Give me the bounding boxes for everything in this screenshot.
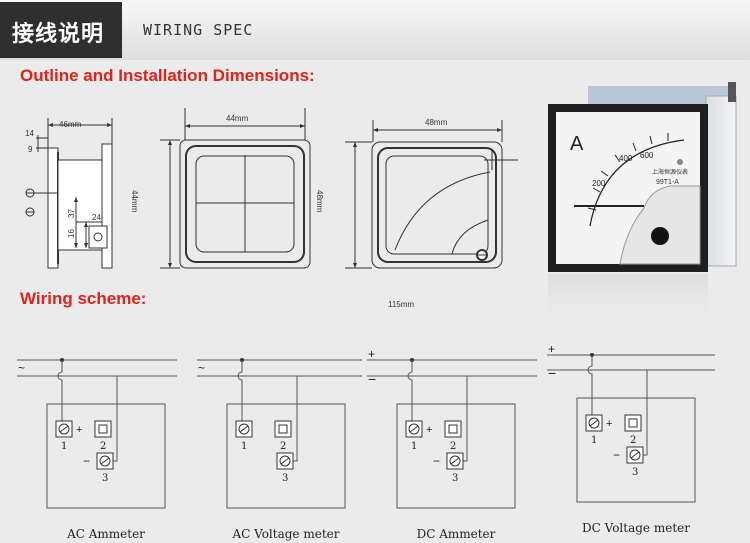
wiring-diagrams: ~1 2 3 + − AC Ammeter ~1 2 3 AC Voltage meter + − 1 2… xyxy=(17,342,715,541)
panel-cutout-drawing xyxy=(160,108,311,269)
front-view-drawing xyxy=(345,120,518,269)
terminal-3-label: 3 xyxy=(102,473,108,484)
terminal-3-head xyxy=(99,455,111,467)
terminal-1-head xyxy=(238,423,250,435)
terminal-2-label: 2 xyxy=(100,441,106,452)
terminal-1-slot xyxy=(239,425,249,433)
terminal-2-inner xyxy=(278,424,288,434)
meter-box xyxy=(226,403,346,509)
dim-cutout-height: 44mm xyxy=(130,190,139,213)
wire-terminal-1 xyxy=(237,360,243,421)
terminal-1-head xyxy=(58,423,70,435)
terminal-3-head xyxy=(279,455,291,467)
meter-scale-400: 400 xyxy=(619,154,633,163)
header-title-block: 接线说明 xyxy=(0,2,122,58)
wiring-caption: DC Ammeter xyxy=(417,527,496,541)
wire-terminal-1 xyxy=(587,355,593,415)
meter-box xyxy=(46,403,166,509)
dim-cutout-width: 44mm xyxy=(226,114,249,123)
terminal-3-head xyxy=(449,455,461,467)
terminal-2-box xyxy=(274,420,292,438)
terminal-2-box xyxy=(624,414,642,432)
terminal-2-box xyxy=(94,420,112,438)
dim-9: 9 xyxy=(28,145,33,154)
supply-minus-symbol: − xyxy=(368,371,376,387)
terminal-minus-sign: − xyxy=(433,454,440,468)
meter-box xyxy=(576,397,696,503)
wire-terminal-1 xyxy=(57,360,63,421)
terminal-1-head xyxy=(588,417,600,429)
terminal-3-label: 3 xyxy=(632,467,638,478)
wire-terminal-3 xyxy=(293,376,298,462)
meter-photo: A 200 400 600 上海恒源仪表 99T1-A xyxy=(548,82,737,324)
terminal-3-label: 3 xyxy=(282,473,288,484)
dim-front-height: 48mm xyxy=(315,190,324,213)
header-bar: 接线说明 WIRING SPEC xyxy=(0,0,750,60)
supply-minus-symbol: − xyxy=(548,365,556,381)
wire-terminal-1 xyxy=(407,360,413,421)
terminal-3-slot xyxy=(450,457,460,465)
dim-16: 16 xyxy=(67,229,76,238)
terminal-2-inner xyxy=(448,424,458,434)
wiring-diagram-2: ~1 2 3 AC Voltage meter xyxy=(197,358,362,541)
terminal-3-slot xyxy=(630,451,640,459)
wire-terminal-3 xyxy=(463,376,468,462)
terminal-2-inner xyxy=(628,418,638,428)
section-wiring-title: Wiring scheme: xyxy=(20,289,147,308)
wiring-caption: DC Voltage meter xyxy=(582,521,690,535)
dim-24: 24 xyxy=(92,213,101,222)
terminal-1-head xyxy=(408,423,420,435)
wiring-diagram-4: + − 1 2 3 + − DC Voltage meter xyxy=(547,342,715,535)
meter-scale-600: 600 xyxy=(640,151,654,160)
header-title-cn: 接线说明 xyxy=(12,21,105,47)
terminal-plus-sign: + xyxy=(426,424,432,436)
header-title-en: WIRING SPEC xyxy=(143,21,254,39)
terminal-2-label: 2 xyxy=(630,435,636,446)
wiring-diagram-1: ~1 2 3 + − AC Ammeter xyxy=(17,358,177,541)
terminal-plus-sign: + xyxy=(76,424,82,436)
wiring-diagram-3: + − 1 2 3 + − DC Ammeter xyxy=(367,347,537,541)
terminal-1-label: 1 xyxy=(591,435,597,446)
wiring-caption: AC Voltage meter xyxy=(231,527,339,541)
terminal-plus-sign: + xyxy=(606,418,612,430)
terminal-1-label: 1 xyxy=(411,441,417,452)
meter-brand: 上海恒源仪表 xyxy=(652,168,688,176)
terminal-1-slot xyxy=(409,425,419,433)
section-outline-title: Outline and Installation Dimensions: xyxy=(20,66,315,85)
terminal-2-box xyxy=(444,420,462,438)
terminal-3-slot xyxy=(280,457,290,465)
terminal-1-label: 1 xyxy=(61,441,67,452)
wiring-caption: AC Ammeter xyxy=(66,527,145,541)
dim-total-depth: 115mm xyxy=(388,300,414,309)
terminal-3-slot xyxy=(100,457,110,465)
meter-unit: A xyxy=(570,133,584,155)
supply-symbol: ~ xyxy=(18,361,25,375)
terminal-2-label: 2 xyxy=(280,441,286,452)
terminal-minus-sign: − xyxy=(613,448,620,462)
wire-terminal-3 xyxy=(113,376,118,462)
wire-terminal-3 xyxy=(643,370,648,456)
terminal-1-slot xyxy=(59,425,69,433)
supply-plus-symbol: + xyxy=(548,342,555,356)
meter-model: 99T1-A xyxy=(656,179,679,186)
terminal-2-label: 2 xyxy=(450,441,456,452)
terminal-1-label: 1 xyxy=(241,441,247,452)
terminal-3-label: 3 xyxy=(452,473,458,484)
terminal-1-slot xyxy=(589,419,599,427)
terminal-minus-sign: − xyxy=(83,454,90,468)
meter-scale-200: 200 xyxy=(592,179,606,188)
meter-box xyxy=(396,403,516,509)
dim-14: 14 xyxy=(25,129,34,138)
terminal-2-inner xyxy=(98,424,108,434)
side-view-drawing xyxy=(25,118,113,269)
dim-37: 37 xyxy=(67,209,76,218)
supply-plus-symbol: + xyxy=(368,347,375,361)
terminal-3-head xyxy=(629,449,641,461)
supply-symbol: ~ xyxy=(198,361,205,375)
dim-side-width: 46mm xyxy=(59,120,82,129)
dim-front-width: 48mm xyxy=(425,118,448,127)
